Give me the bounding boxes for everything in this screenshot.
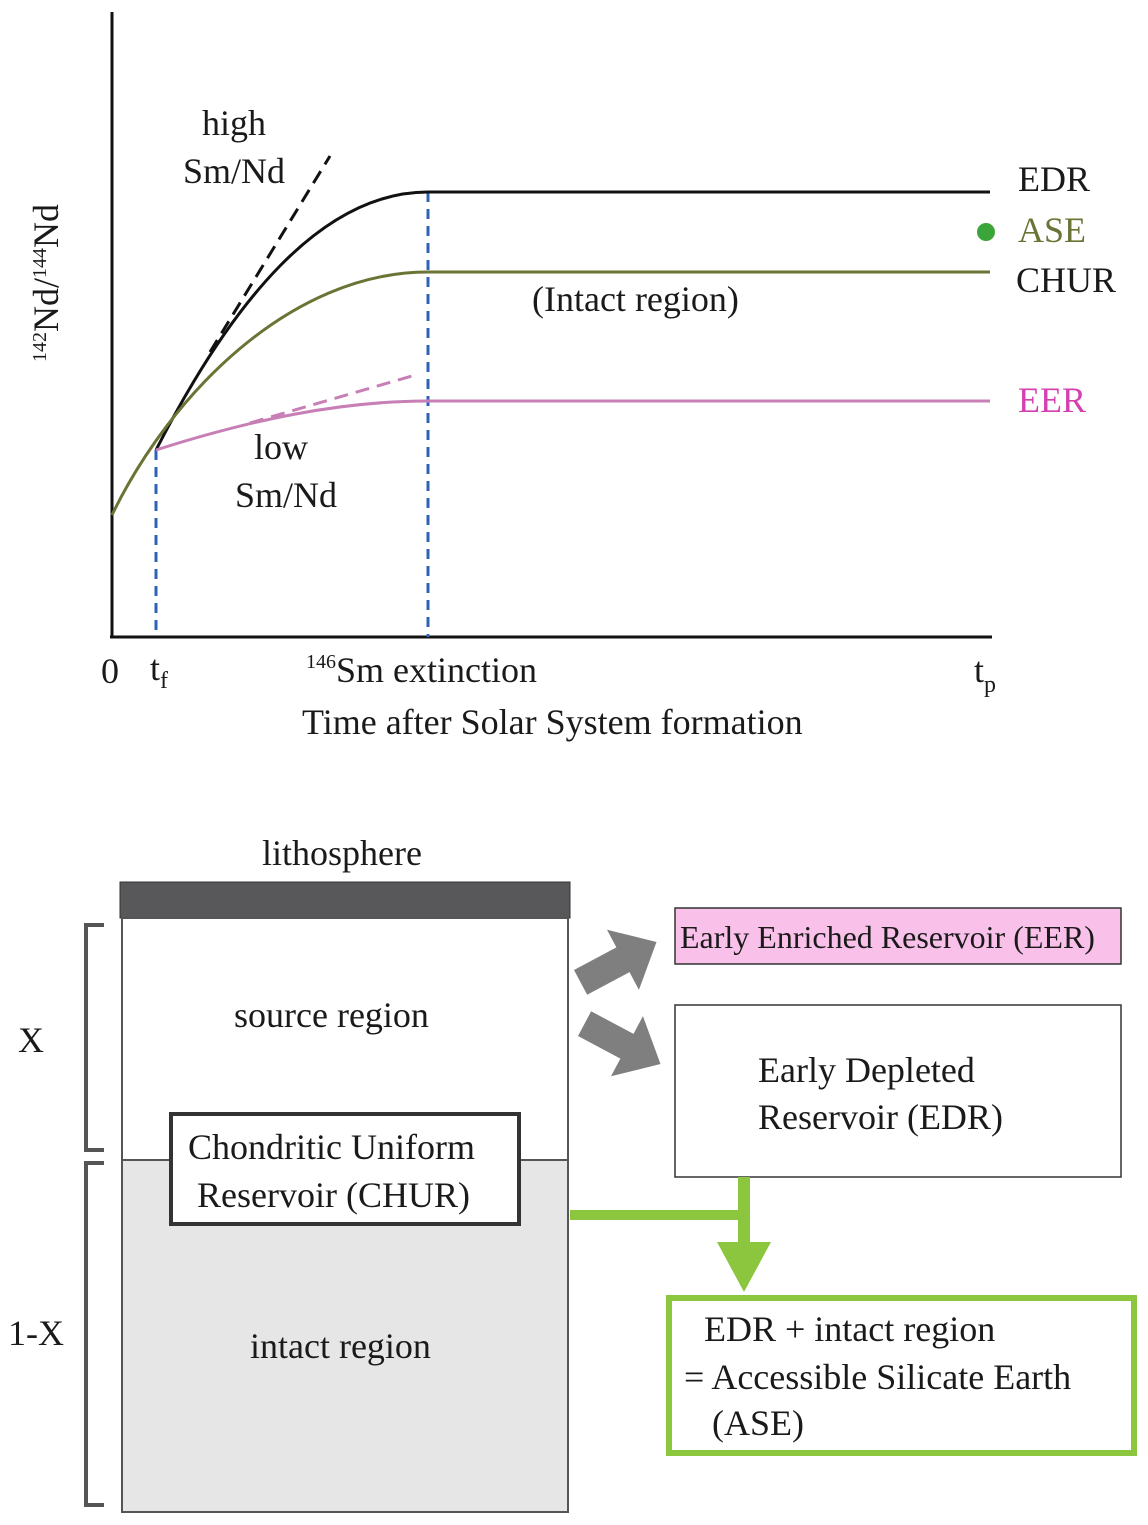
y-axis-label: 142Nd/144Nd (26, 204, 66, 362)
intact-region-annotation: (Intact region) (532, 279, 739, 319)
eer-box (674, 907, 1122, 965)
arrow-to-edr (578, 1011, 661, 1077)
edr-series-label: EDR (1018, 159, 1090, 199)
low-smnd-extrapolation (249, 374, 413, 425)
arrow-to-eer (574, 929, 657, 995)
ase-box (666, 1295, 1137, 1456)
high-smnd-extrapolation (208, 155, 332, 353)
eer-box-label: Early Enriched Reservoir (EER) (680, 919, 1095, 955)
chur-box-line2: Reservoir (CHUR) (197, 1175, 470, 1215)
x-tick-zero: 0 (101, 651, 119, 691)
chur-curve (110, 270, 990, 516)
source-region-label: source region (234, 995, 429, 1035)
chur-series-label: CHUR (1016, 260, 1116, 300)
low-smnd-label-line1: low (254, 427, 308, 467)
edr-box-line1: Early Depleted (758, 1050, 975, 1090)
one-minus-x-fraction-label: 1-X (8, 1313, 64, 1353)
intact-region-label: intact region (250, 1326, 431, 1366)
eer-series-label: EER (1018, 380, 1086, 420)
x-tick-tf: tf (150, 648, 168, 694)
high-smnd-label-line2: Sm/Nd (183, 151, 285, 191)
ase-arrowhead (717, 1242, 771, 1292)
chur-box-line1: Chondritic Uniform (188, 1127, 475, 1167)
edr-curve (154, 190, 990, 451)
ase-point (977, 223, 995, 241)
x-tick-sm-extinction: 146Sm extinction (306, 650, 537, 690)
lithosphere-bar (119, 881, 571, 919)
evolution-chart: 142Nd/144Nd 0 tf 146Sm extinction tp Tim… (26, 12, 1116, 742)
ase-series-label: ASE (1018, 210, 1086, 250)
ase-box-line3: (ASE) (712, 1403, 804, 1443)
low-smnd-label-line2: Sm/Nd (235, 475, 337, 515)
eer-curve (155, 399, 990, 452)
ase-box-line1: EDR + intact region (704, 1309, 995, 1349)
x-fraction-label: X (18, 1020, 44, 1060)
x-tick-tp: tp (974, 650, 996, 698)
edr-box (674, 1004, 1122, 1178)
ase-box-line2: = Accessible Silicate Earth (684, 1357, 1071, 1397)
reservoir-diagram: lithosphere source region intact region … (8, 833, 1137, 1513)
chur-box (169, 1112, 521, 1226)
lithosphere-label: lithosphere (262, 833, 422, 873)
high-smnd-label-line1: high (202, 103, 266, 143)
x-axis-label: Time after Solar System formation (302, 702, 803, 742)
edr-box-line2: Reservoir (EDR) (758, 1097, 1003, 1137)
one-minus-x-brace (84, 1161, 104, 1507)
x-brace (84, 923, 104, 1152)
